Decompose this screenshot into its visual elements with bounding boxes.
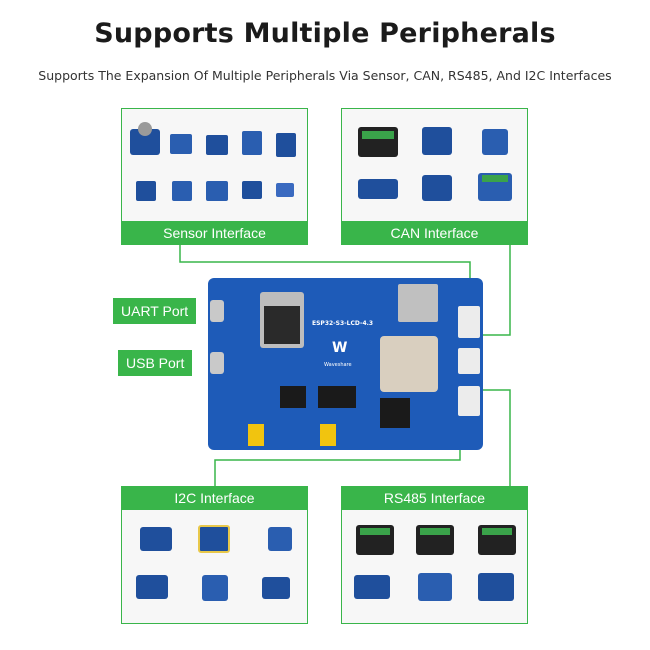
sensor-interface-label: Sensor Interface bbox=[121, 221, 308, 245]
ic-chip-3 bbox=[380, 398, 410, 428]
sensor-module-4 bbox=[242, 131, 262, 155]
can-module-4 bbox=[358, 179, 398, 199]
rs485-module-6 bbox=[478, 573, 514, 601]
can-module-1 bbox=[358, 127, 398, 157]
i2c-module-5 bbox=[202, 575, 228, 601]
battery-connector bbox=[248, 424, 264, 446]
board-model-label: ESP32-S3-LCD-4.3 bbox=[312, 320, 374, 327]
rs485-module-4 bbox=[354, 575, 390, 599]
rs485-module-2 bbox=[416, 525, 454, 555]
header-connector-3 bbox=[458, 386, 480, 416]
i2c-interface-panel: I2C Interface bbox=[121, 486, 308, 624]
can-module-2 bbox=[422, 127, 452, 155]
rs485-module-3 bbox=[478, 525, 516, 555]
sensor-module-5 bbox=[276, 133, 296, 157]
can-interface-panel: CAN Interface bbox=[341, 108, 528, 245]
can-interface-label: CAN Interface bbox=[341, 221, 528, 245]
i2c-module-3 bbox=[268, 527, 292, 551]
rs485-module-2-terminal bbox=[420, 528, 450, 535]
esp32-module-shield bbox=[264, 306, 300, 344]
i2c-module-2 bbox=[198, 525, 230, 553]
can-module-6 bbox=[478, 173, 512, 201]
i2c-interface-label: I2C Interface bbox=[121, 486, 308, 510]
usb-c-connector-2 bbox=[210, 352, 224, 374]
usb-c-connector-1 bbox=[210, 300, 224, 322]
i2c-module-1 bbox=[140, 527, 172, 551]
can-module-6-terminal bbox=[482, 175, 508, 182]
sensor-module-6 bbox=[136, 181, 156, 201]
rs485-module-5 bbox=[418, 573, 452, 601]
ic-chip-2 bbox=[318, 386, 356, 408]
i2c-module-4 bbox=[136, 575, 168, 599]
sensor-module-7 bbox=[172, 181, 192, 201]
rs485-interface-panel: RS485 Interface bbox=[341, 486, 528, 624]
rs485-module-1 bbox=[356, 525, 394, 555]
page-title: Supports Multiple Peripherals bbox=[94, 18, 556, 49]
page-subtitle: Supports The Expansion Of Multiple Perip… bbox=[38, 68, 612, 83]
brand-label: Waveshare bbox=[324, 362, 352, 368]
header-connector-2 bbox=[458, 348, 480, 374]
esp32-board: ESP32-S3-LCD-4.3 W Waveshare bbox=[208, 278, 483, 450]
usb-port-label: USB Port bbox=[118, 350, 193, 376]
header-connector-1 bbox=[458, 306, 480, 338]
i2c-module-6 bbox=[262, 577, 290, 599]
sensor-module-9 bbox=[242, 181, 262, 199]
sensor-interface-panel: Sensor Interface bbox=[121, 108, 308, 245]
esp32-module bbox=[260, 292, 304, 348]
sd-card-slot bbox=[398, 284, 438, 322]
speaker-connector bbox=[320, 424, 336, 446]
sensor-module-1 bbox=[130, 122, 160, 155]
can-module-1-terminal bbox=[362, 131, 394, 139]
uart-port-label: UART Port bbox=[113, 298, 197, 324]
fpc-ribbon bbox=[380, 336, 438, 392]
rs485-module-1-terminal bbox=[360, 528, 390, 535]
rs485-interface-label: RS485 Interface bbox=[341, 486, 528, 510]
can-module-5 bbox=[422, 175, 452, 201]
sensor-module-3 bbox=[206, 135, 228, 155]
waveshare-logo: W bbox=[332, 340, 348, 356]
sensor-module-2 bbox=[170, 134, 192, 154]
sensor-module-10 bbox=[276, 183, 294, 197]
rs485-module-3-terminal bbox=[482, 528, 512, 535]
sensor-module-1-dome bbox=[138, 122, 152, 136]
ic-chip-1 bbox=[280, 386, 306, 408]
sensor-module-8 bbox=[206, 181, 228, 201]
can-module-3 bbox=[482, 129, 508, 155]
